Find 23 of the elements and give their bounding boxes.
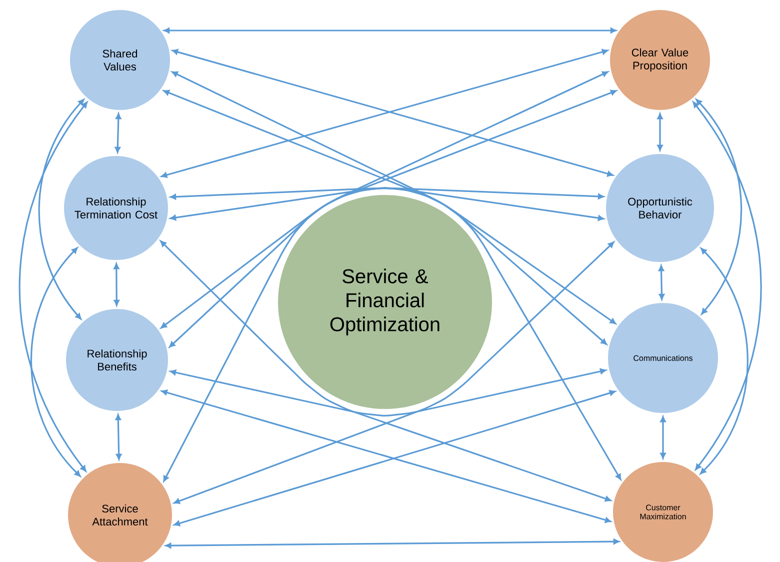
arrow: [170, 187, 604, 200]
arrow: [696, 98, 742, 314]
arrow: [657, 113, 663, 151]
arrow: [38, 99, 84, 320]
circle-node: Clear Value Proposition: [610, 10, 710, 110]
arrow: [658, 265, 665, 300]
circle-node: Opportunistic Behavior: [606, 154, 714, 262]
arrow: [164, 28, 616, 34]
arrow: [660, 416, 666, 459]
arrow: [700, 248, 748, 474]
arrow: [30, 247, 81, 477]
circle-node: Shared Values: [70, 10, 170, 110]
arrow: [165, 538, 620, 548]
arrow: [692, 102, 762, 470]
circle-node: Customer Maximization: [613, 462, 713, 562]
arrow: [114, 113, 122, 153]
circle-node: Relationship Termination Cost: [64, 156, 168, 260]
arrow: [115, 414, 122, 460]
circle-node: Relationship Benefits: [66, 309, 168, 411]
circle-node: Communications: [608, 303, 718, 413]
arrow: [170, 368, 606, 416]
arrow: [18, 102, 88, 472]
arrow: [114, 263, 120, 306]
